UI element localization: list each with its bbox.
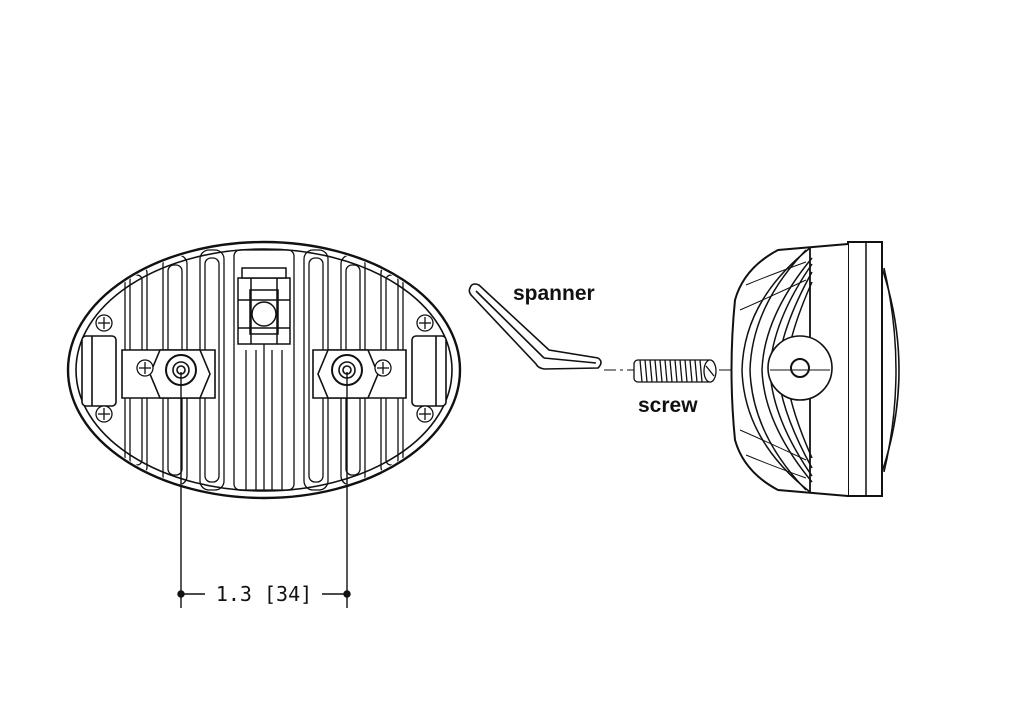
spanner-icon — [468, 283, 602, 370]
lamp-outer-rim — [66, 240, 462, 500]
front-view-lamp — [66, 240, 462, 500]
side-view-lamp — [730, 241, 900, 497]
dimension-callout — [177, 372, 351, 608]
corner-screws — [95, 314, 434, 423]
center-boss — [237, 267, 291, 345]
side-bezel — [847, 241, 883, 497]
side-mount-hole — [790, 358, 810, 378]
right-mount-bolt — [331, 354, 363, 386]
lamp-inner-rim — [75, 248, 453, 492]
spanner-label: spanner — [513, 282, 595, 305]
screw-icon — [633, 359, 717, 383]
left-mount-bolt — [165, 354, 197, 386]
screw-label: screw — [638, 394, 698, 417]
dimension-text: 1.3 [34] — [216, 582, 312, 606]
plate-screws — [136, 359, 392, 377]
